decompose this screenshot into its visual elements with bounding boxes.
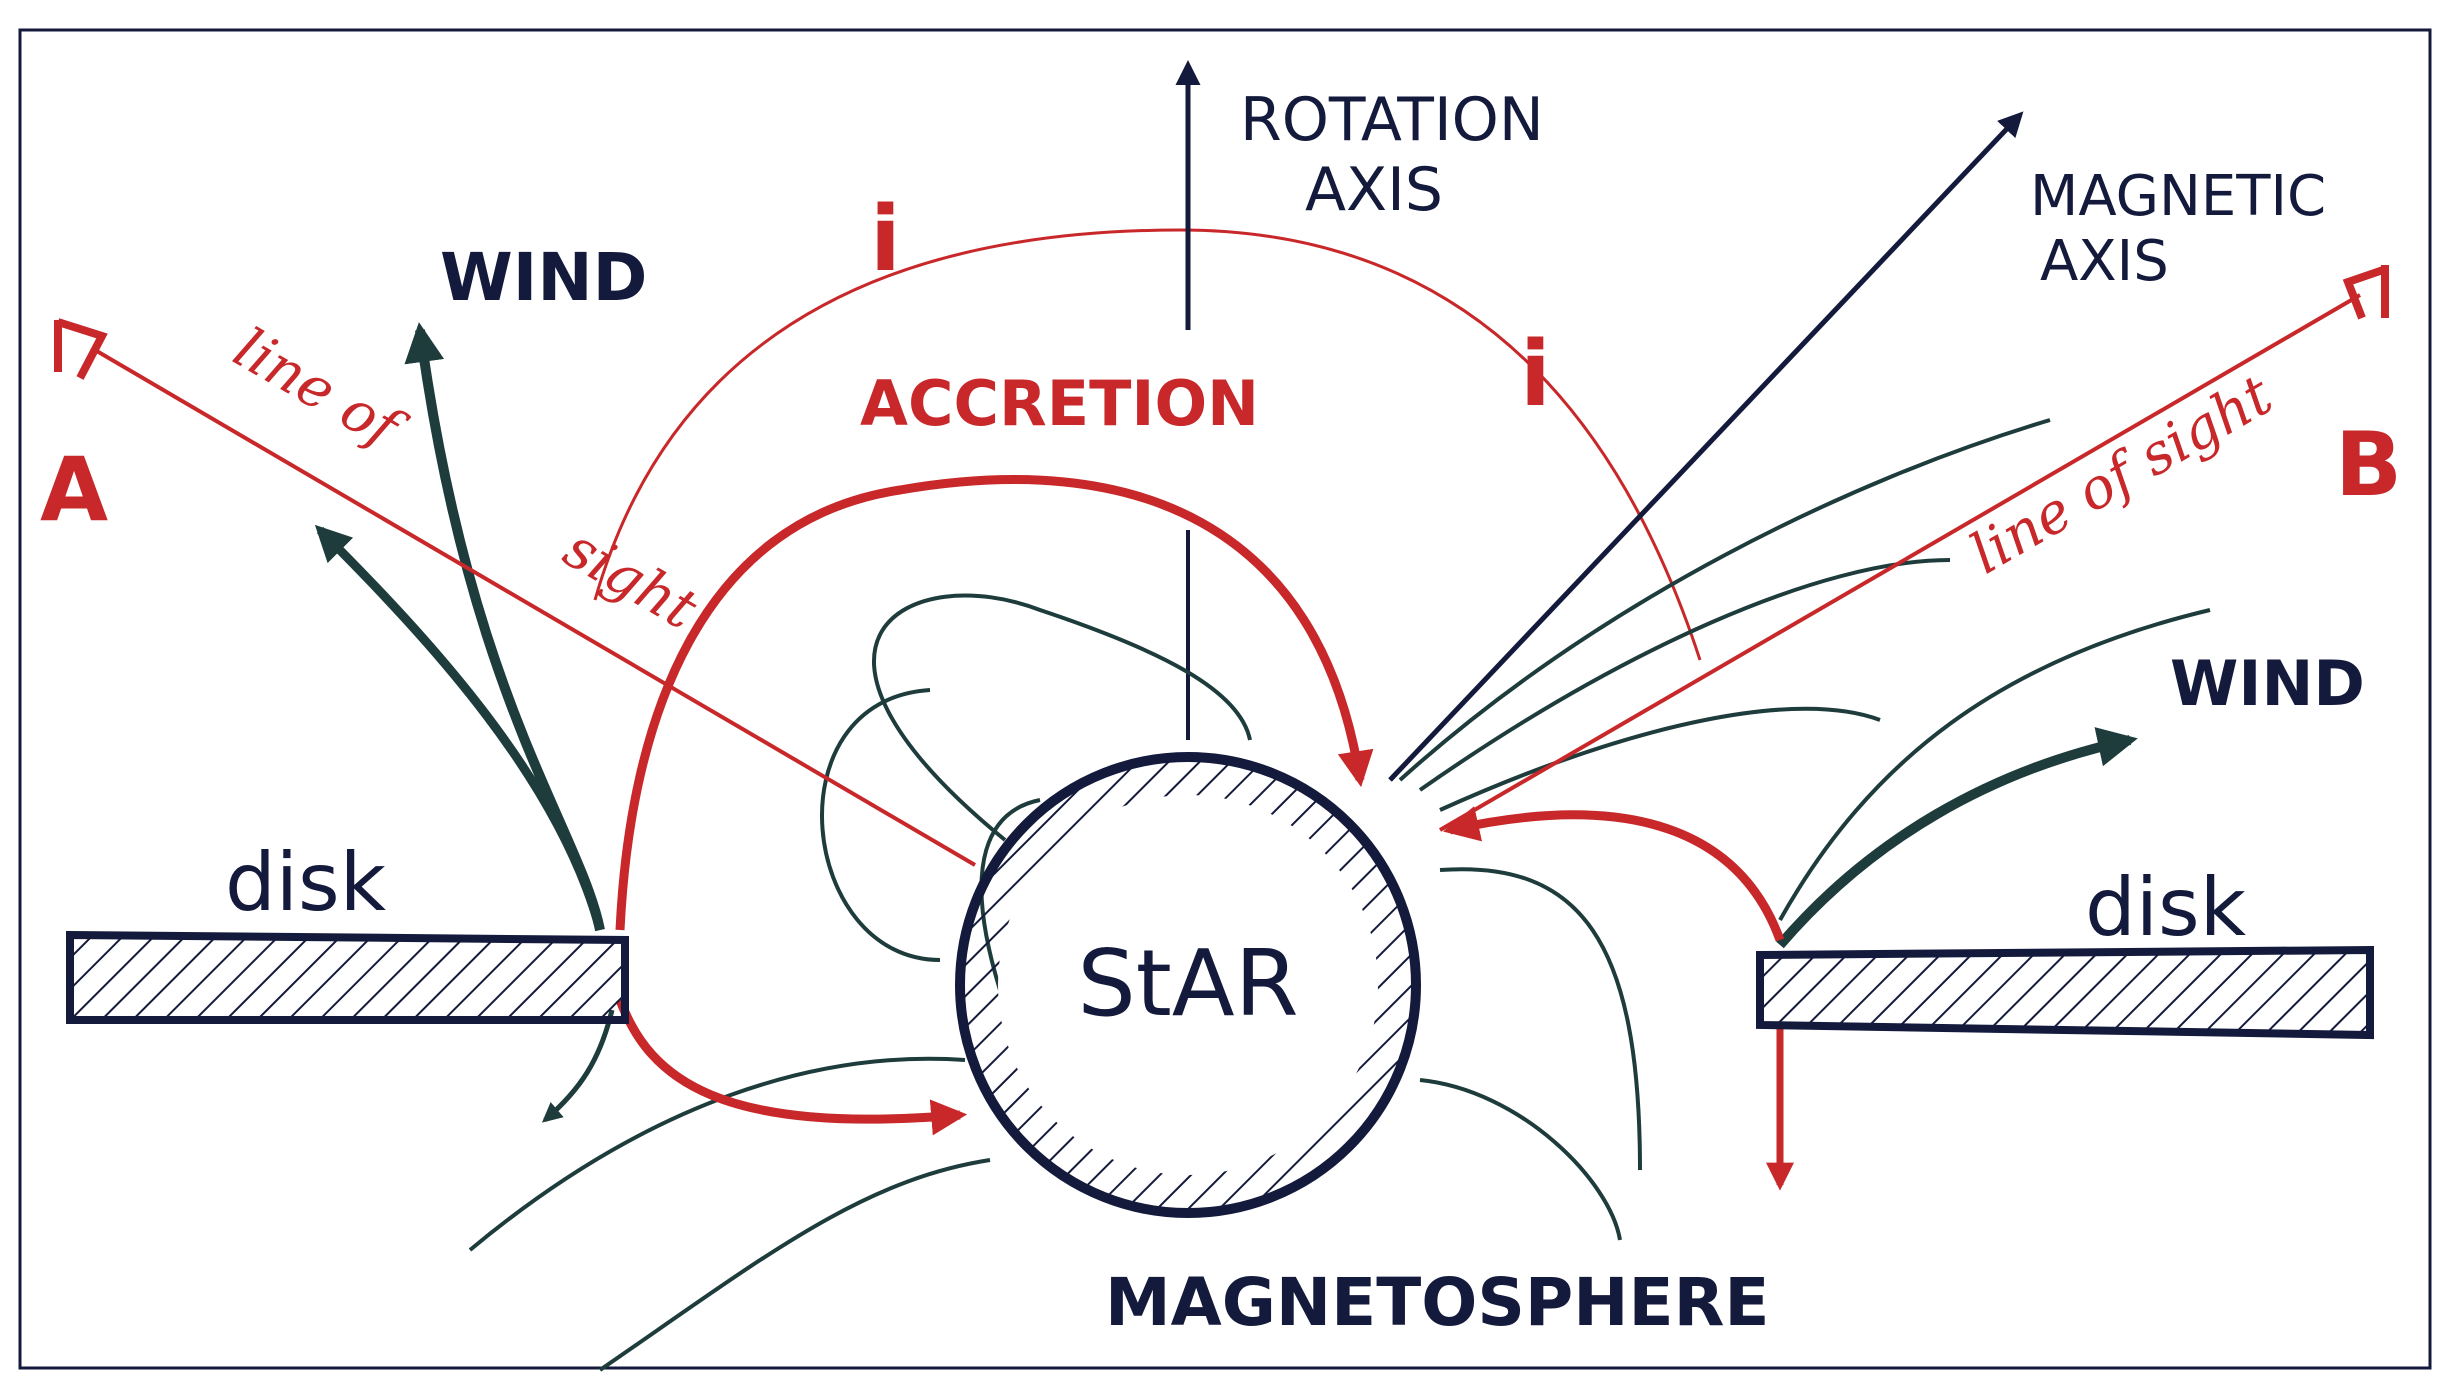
wind-label-left: WIND (440, 239, 647, 316)
star-label: StAR (1077, 930, 1298, 1037)
accretion-flows (615, 475, 1794, 1191)
observer-a-label: A (40, 438, 108, 541)
left-wind-arrows (314, 322, 615, 1123)
line-of-sight-b (1438, 293, 2362, 832)
observer-a-eye-icon (54, 318, 108, 380)
rotation-axis-label-line2: AXIS (1305, 155, 1443, 225)
observer-b-eye-icon (2342, 265, 2389, 320)
frame (18, 28, 2432, 1370)
accretion-label: ACCRETION (860, 367, 1259, 440)
left-disk (66, 930, 629, 1024)
magnetic-axis-label-line1: MAGNETIC (2030, 164, 2326, 229)
magnetosphere-field-lines (468, 418, 2211, 1372)
line-of-sight-a (93, 348, 977, 867)
line-of-sight-b-label: line of sight (1960, 363, 2284, 588)
inclination-arc (593, 228, 1702, 661)
disk-label-right: disk (2085, 861, 2247, 954)
disk-label-left: disk (225, 836, 387, 929)
star-body (998, 795, 1378, 1175)
right-wind-arrow (1776, 727, 2138, 949)
wind-label-right: WIND (2170, 647, 2365, 720)
magnetic-axis-label-line2: AXIS (2040, 229, 2169, 294)
magnetic-axis-arrow (1388, 111, 2024, 782)
right-disk (1756, 945, 2374, 1040)
inclination-label-right: i (1520, 322, 1551, 427)
rotation-axis-label-line1: ROTATION (1240, 85, 1544, 155)
magnetosphere-label: MAGNETOSPHERE (1105, 1264, 1770, 1341)
inclination-label-left: i (870, 187, 901, 292)
observer-b-label: B (2335, 413, 2402, 516)
line-of-sight-a-label-2: sight (553, 516, 708, 643)
